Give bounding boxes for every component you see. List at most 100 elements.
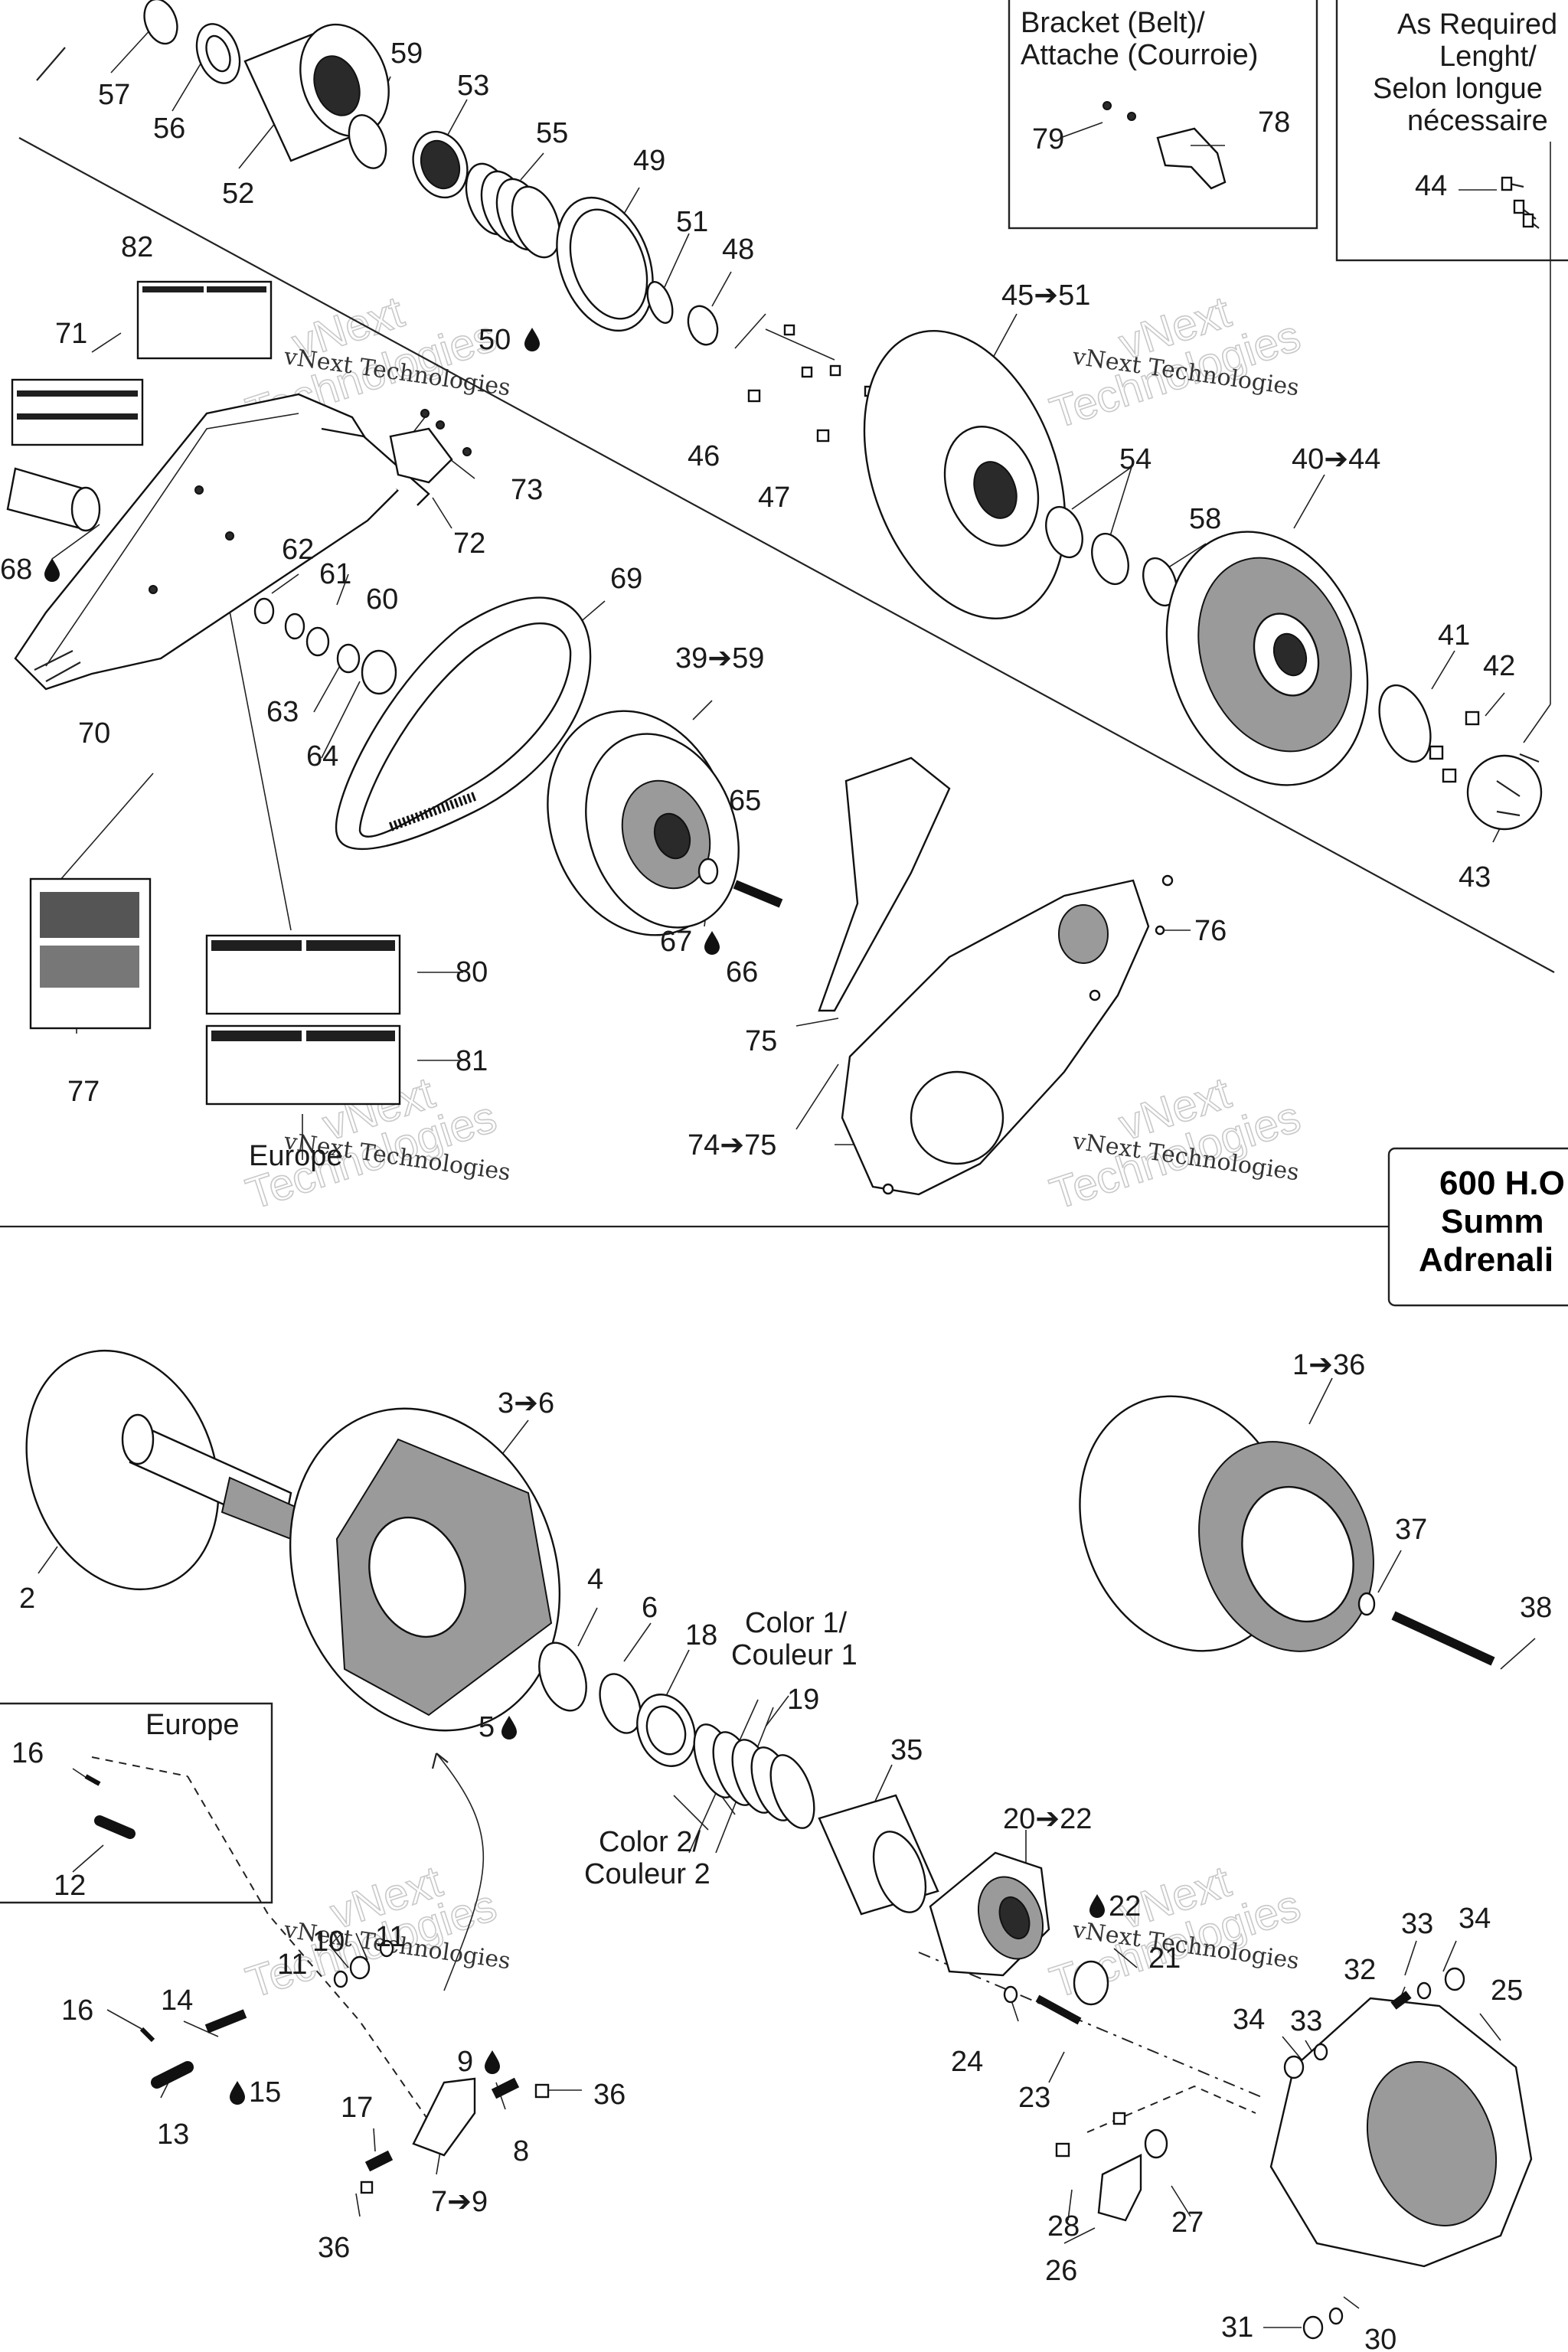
belt-guard-70 [14, 393, 400, 691]
screw-46 [747, 389, 761, 403]
washer-60 [336, 643, 361, 674]
ring-6 [599, 1673, 642, 1734]
screw-46 [801, 366, 813, 378]
pin-13 [151, 2061, 194, 2089]
fixed-sheave-2 [25, 1349, 220, 1591]
callout: 82 [121, 231, 153, 263]
callout: 26 [1045, 2255, 1077, 2287]
callout: 10 [312, 1926, 345, 1958]
callout: 68 [0, 554, 32, 586]
lubricant-drop-icon [501, 1716, 517, 1740]
callout: 70 [78, 717, 110, 750]
callout: 61 [319, 558, 351, 590]
bracket-screw [1102, 101, 1112, 110]
callout: 3➔6 [498, 1387, 554, 1419]
callout: 77 [67, 1076, 100, 1108]
cover-75 [818, 756, 951, 1012]
callout: 34 [1233, 2004, 1265, 2036]
callout: 46 [688, 440, 720, 472]
arrow-curve [436, 1753, 485, 1991]
screw-47 [829, 364, 841, 377]
washer-61 [284, 612, 305, 640]
spring-19 [693, 1723, 815, 1829]
callout: 31 [1221, 2311, 1253, 2344]
callout: 11 [375, 1921, 405, 1953]
callout: 1➔36 [1292, 1349, 1365, 1381]
callout-numbers: 57 56 52 59 53 55 49 51 48 50 82 71 79 7… [0, 38, 1552, 2352]
assembly-dashline [91, 1756, 188, 1777]
bolt-head [1522, 213, 1534, 228]
pin-12 [94, 1815, 136, 1839]
washer-64 [361, 649, 397, 695]
callout: 7➔9 [431, 2186, 488, 2218]
callout: 65 [729, 785, 761, 817]
callout: 30 [1364, 2324, 1396, 2352]
screw-73 [462, 447, 472, 456]
screw-47 [816, 429, 830, 443]
washer-11 [379, 1939, 394, 1958]
callout: 58 [1189, 503, 1221, 535]
europe-box-title: Europe [145, 1709, 240, 1741]
washer-30 [1328, 2307, 1344, 2325]
assembly-dashline [918, 1952, 1264, 2099]
bushing-27 [1144, 2128, 1168, 2159]
screw-28 [1055, 2142, 1070, 2158]
callout: 45➔51 [1001, 279, 1090, 312]
callout: 51 [676, 206, 708, 238]
callout: 41 [1438, 619, 1470, 652]
callout: 5 [479, 1711, 495, 1743]
callout: 54 [1119, 443, 1152, 475]
callout: 25 [1491, 1975, 1523, 2007]
pin-8 [491, 2077, 520, 2099]
nut-42 [1429, 745, 1444, 760]
pin-16 [139, 2027, 155, 2043]
callout: 37 [1395, 1514, 1427, 1546]
callout: 52 [222, 178, 254, 210]
nut-36 [534, 2083, 550, 2099]
callout: 4 [587, 1563, 603, 1596]
model-title: 600 H.O [1439, 1165, 1565, 1202]
screw-14 [204, 2009, 247, 2034]
top-parts [6, 0, 1543, 1196]
ring-58 [1142, 557, 1178, 607]
bolt-66 [733, 880, 783, 908]
screw-73 [436, 420, 445, 430]
callout: 75 [745, 1025, 777, 1057]
o-ring-59 [348, 114, 387, 169]
decal-82 [136, 280, 273, 360]
callout: 34 [1459, 1903, 1491, 1935]
bracket-box-frame [1008, 0, 1318, 230]
lubricant-drop-icon [524, 328, 540, 351]
callout: 20➔22 [1003, 1803, 1092, 1835]
nut-42 [1465, 710, 1480, 726]
callout: 78 [1258, 106, 1290, 139]
pin-17 [364, 2150, 394, 2172]
lubricant-drop-icon [1089, 1894, 1105, 1918]
bolt-group-43 [1466, 754, 1543, 831]
bracket-box: Bracket (Belt)/ Attache (Courroie) [1008, 0, 1318, 230]
washer-37 [1357, 1592, 1376, 1616]
ring-51 [646, 281, 674, 324]
as-required-line4: nécessaire [1407, 105, 1548, 137]
lubricant-drop-icon [44, 558, 60, 582]
color2-label: Color 2/ [599, 1826, 701, 1858]
callout: 35 [890, 1734, 923, 1766]
callout: 36 [318, 2232, 350, 2264]
washer-10 [349, 1955, 371, 1980]
lever-26 [1097, 2154, 1142, 2222]
callout: 81 [456, 1045, 488, 1077]
callout: 48 [722, 234, 754, 266]
washer-54 [1045, 505, 1083, 559]
callout: 11 [277, 1949, 307, 1981]
washer-63 [305, 626, 330, 657]
callout: 40➔44 [1292, 443, 1380, 475]
ring-4 [538, 1642, 587, 1712]
callout: 27 [1171, 2207, 1204, 2239]
lubricant-drop-icon [485, 2050, 500, 2074]
europe-box: Europe [0, 1702, 273, 1904]
drive-pulley-axis-line [18, 137, 1555, 973]
as-required-title: As Required [1397, 8, 1557, 41]
color2-sublabel: Couleur 2 [584, 1858, 710, 1890]
callout: 6 [642, 1592, 658, 1624]
washer-65 [697, 858, 719, 885]
